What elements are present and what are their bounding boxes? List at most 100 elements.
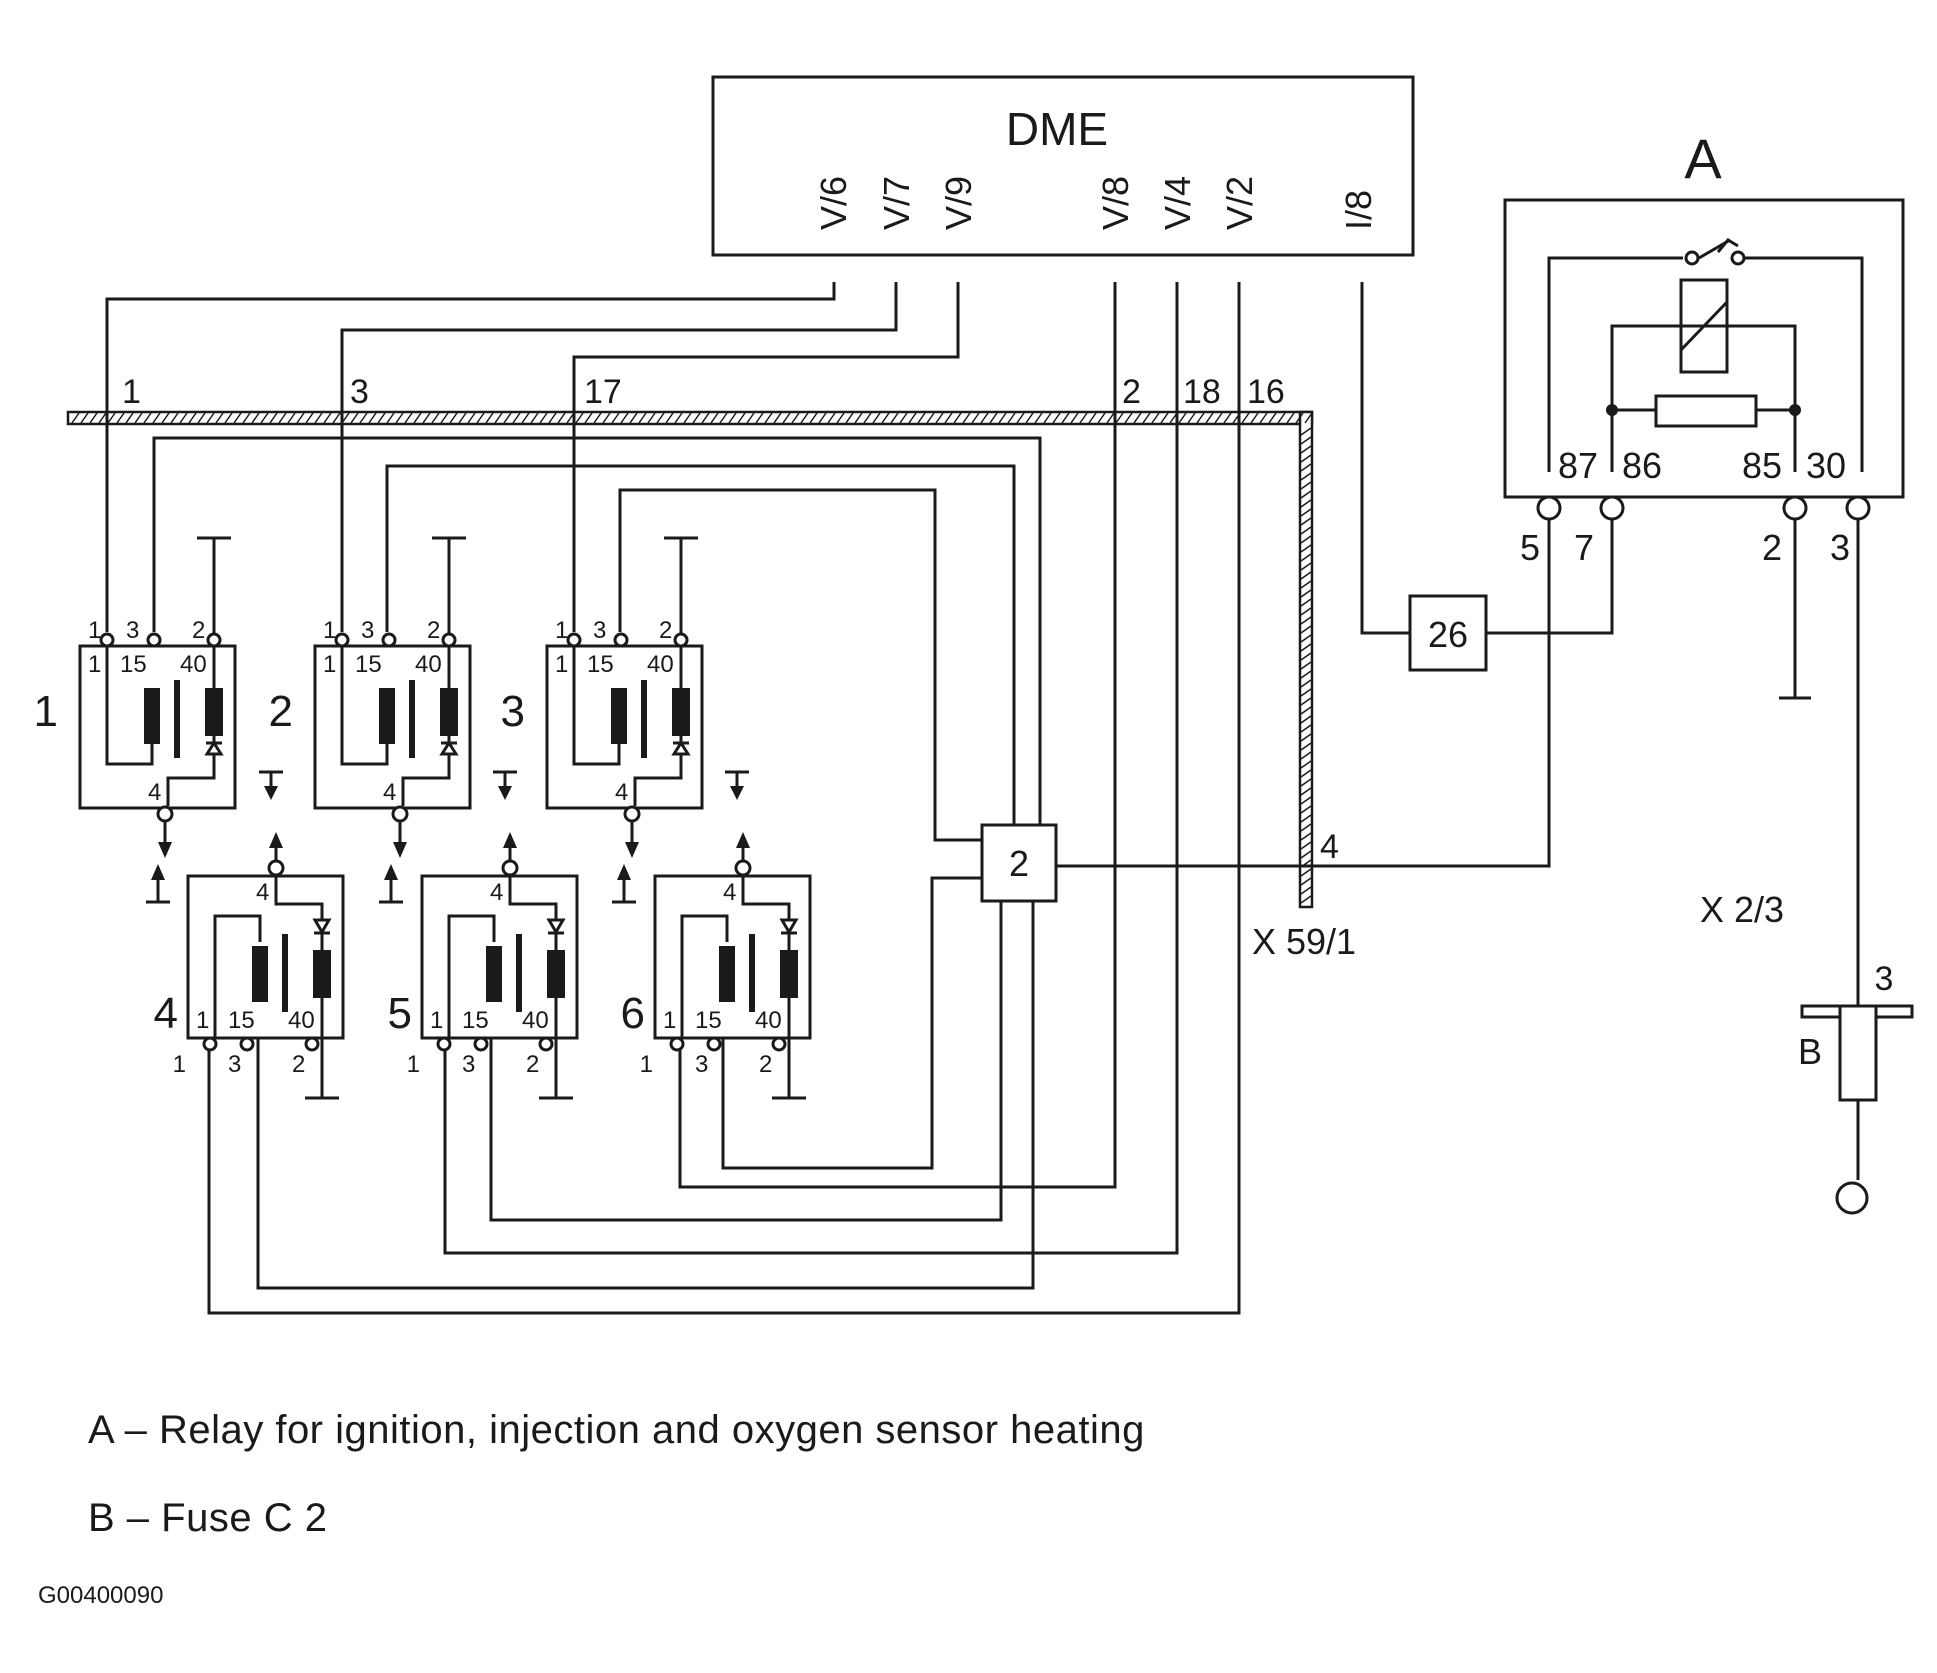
fuse-b-label: B xyxy=(1798,1031,1822,1072)
connector-x2-label: X 2/3 xyxy=(1700,889,1784,930)
coil-term-1: 1 xyxy=(555,651,568,678)
coil-pin-1: 1 xyxy=(88,617,101,644)
dme-pin-v6: V/6 xyxy=(813,176,854,230)
dme-unit: DME V/6 V/7 V/9 V/8 V/4 V/2 I/8 xyxy=(711,75,1415,257)
wire-label-1: 1 xyxy=(122,373,141,411)
wire-label-17: 17 xyxy=(584,373,622,411)
dme-pin-i8: I/8 xyxy=(1338,190,1379,230)
coil-pin-2: 2 xyxy=(526,1051,539,1078)
relay-terminal-86: 86 xyxy=(1622,445,1662,486)
wire-labels: 1 3 17 2 18 16 4 xyxy=(122,373,1339,866)
coil-pin-2: 2 xyxy=(759,1051,772,1078)
coil-pin-2: 2 xyxy=(659,617,672,644)
coil-pin-3: 3 xyxy=(361,617,374,644)
ignition-coil-2 xyxy=(313,536,472,858)
ignition-coil-5 xyxy=(420,832,579,1100)
coil-number: 3 xyxy=(501,687,525,736)
spark-marker xyxy=(493,770,517,800)
relay-label: A xyxy=(1684,127,1722,190)
relay-pin-7: 7 xyxy=(1574,527,1594,568)
relay-pin-2: 2 xyxy=(1762,527,1782,568)
coil-term-40: 40 xyxy=(180,651,207,678)
dme-title: DME xyxy=(1006,103,1108,155)
coil-term-15: 15 xyxy=(587,651,614,678)
ignition-coil-1 xyxy=(78,536,237,858)
power-wires xyxy=(152,436,1551,1290)
coil-number: 1 xyxy=(34,687,58,736)
coil-number: 5 xyxy=(388,989,412,1038)
coil-pin-1: 1 xyxy=(407,1051,420,1078)
coil-term-15: 15 xyxy=(228,1007,255,1034)
coil-pin-3: 3 xyxy=(126,617,139,644)
coil-pin-4: 4 xyxy=(256,879,269,906)
coil-pin-4: 4 xyxy=(383,779,396,806)
junction-2: 2 xyxy=(980,823,1058,903)
dme-pin-v9: V/9 xyxy=(938,176,979,230)
connector-x2-pin: 3 xyxy=(1875,960,1894,998)
coil-term-15: 15 xyxy=(355,651,382,678)
coil-pin-4: 4 xyxy=(615,779,628,806)
relay-pin-3: 3 xyxy=(1830,527,1850,568)
coil-pin-2: 2 xyxy=(192,617,205,644)
wire-label-4: 4 xyxy=(1320,828,1339,866)
coil-pin-3: 3 xyxy=(228,1051,241,1078)
fuse-b-visible: B xyxy=(1798,1004,1878,1215)
coil-pin-2: 2 xyxy=(292,1051,305,1078)
coil-term-1: 1 xyxy=(196,1007,209,1034)
connector-x2: 3 X 2/3 xyxy=(1700,889,1914,1019)
coil-term-15: 15 xyxy=(695,1007,722,1034)
coil-number: 6 xyxy=(621,989,645,1038)
legend-b: B – Fuse C 2 xyxy=(88,1496,328,1540)
figure-code: G00400090 xyxy=(38,1582,164,1609)
dme-pin-labels: V/6 V/7 V/9 V/8 V/4 V/2 I/8 xyxy=(813,176,1379,230)
relay-terminal-87: 87 xyxy=(1558,445,1598,486)
relay-pins: 5 7 2 3 xyxy=(1520,527,1850,568)
ignition-coil-3 xyxy=(545,536,704,858)
spark-marker xyxy=(612,864,636,904)
coil-pin-2: 2 xyxy=(427,617,440,644)
coil-term-40: 40 xyxy=(288,1007,315,1034)
wire-label-2: 2 xyxy=(1122,373,1141,411)
component-26-label: 26 xyxy=(1428,614,1468,655)
relay-terminals: 87 86 85 30 xyxy=(1558,445,1846,486)
relay-terminal-30: 30 xyxy=(1806,445,1846,486)
coil-pin-1: 1 xyxy=(640,1051,653,1078)
spark-marker xyxy=(259,770,283,800)
spark-marker xyxy=(725,770,749,800)
component-26: 26 xyxy=(1408,520,1614,672)
dme-pin-v2: V/2 xyxy=(1219,176,1260,230)
coil-term-15: 15 xyxy=(120,651,147,678)
dme-pin-v7: V/7 xyxy=(876,176,917,230)
dme-wires xyxy=(105,282,1410,1315)
coil-term-15: 15 xyxy=(462,1007,489,1034)
spark-marker xyxy=(379,864,403,904)
coil-term-1: 1 xyxy=(323,651,336,678)
coil-pin-1: 1 xyxy=(323,617,336,644)
harness-bar xyxy=(66,410,1314,909)
coil-term-1: 1 xyxy=(663,1007,676,1034)
legend-a: A – Relay for ignition, injection and ox… xyxy=(88,1408,1145,1452)
coil-pin-3: 3 xyxy=(695,1051,708,1078)
coil-term-40: 40 xyxy=(755,1007,782,1034)
wire-label-3: 3 xyxy=(350,373,369,411)
coil-number: 2 xyxy=(269,687,293,736)
coil-term-40: 40 xyxy=(415,651,442,678)
relay-pin-5: 5 xyxy=(1520,527,1540,568)
junction-2-label: 2 xyxy=(1009,843,1029,884)
coil-term-1: 1 xyxy=(88,651,101,678)
dme-pin-v4: V/4 xyxy=(1157,176,1198,230)
wire-label-16: 16 xyxy=(1247,373,1285,411)
coil-pin-1: 1 xyxy=(173,1051,186,1078)
coil-pin-4: 4 xyxy=(723,879,736,906)
ignition-coil-6 xyxy=(653,832,812,1100)
relay-terminal-85: 85 xyxy=(1742,445,1782,486)
dme-pin-v8: V/8 xyxy=(1095,176,1136,230)
coil-pin-4: 4 xyxy=(148,779,161,806)
connector-x59-label: X 59/1 xyxy=(1252,921,1356,962)
spark-marker xyxy=(146,864,170,904)
coil-pin-3: 3 xyxy=(462,1051,475,1078)
coil-pin-4: 4 xyxy=(490,879,503,906)
coil-pin-1: 1 xyxy=(555,617,568,644)
wire-label-18: 18 xyxy=(1183,373,1221,411)
